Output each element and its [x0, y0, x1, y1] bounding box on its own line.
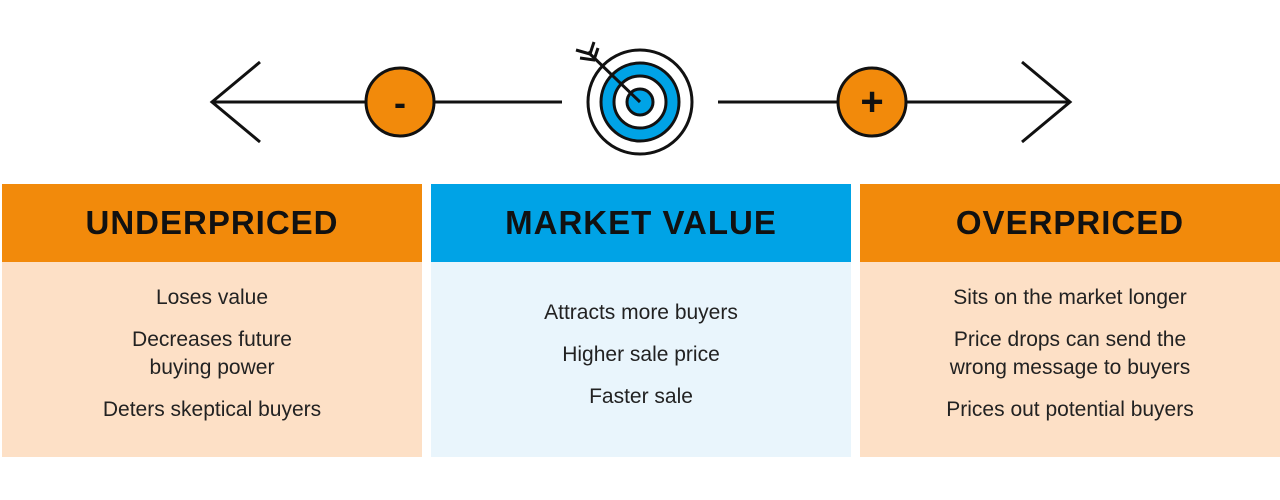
list-item: Attracts more buyers [544, 301, 738, 324]
market-value-title: MARKET VALUE [431, 184, 851, 262]
list-item: Higher sale price [562, 343, 720, 366]
list-item: Loses value [155, 286, 269, 309]
overpriced-column: OVERPRICED Sits on the market longer Pri… [860, 184, 1280, 457]
plus-icon: + [836, 66, 908, 138]
overpriced-title: OVERPRICED [860, 184, 1280, 262]
minus-sign: - [394, 82, 406, 123]
minus-icon: - [364, 66, 436, 138]
target-icon [575, 41, 694, 156]
list-item: Prices out potential buyers [946, 398, 1194, 421]
underpriced-title: UNDERPRICED [2, 184, 422, 262]
list-item: Sits on the market longer [953, 286, 1187, 309]
plus-sign: + [860, 80, 883, 124]
underpriced-list: Loses value Decreases future buying powe… [2, 262, 422, 457]
overpriced-list: Sits on the market longer Price drops ca… [860, 262, 1280, 457]
market-value-column: MARKET VALUE Attracts more buyers Higher… [431, 184, 851, 457]
list-item: Price drops can send the wrong message t… [949, 328, 1191, 379]
market-value-list: Attracts more buyers Higher sale price F… [431, 262, 851, 457]
list-item: Deters skeptical buyers [102, 398, 322, 421]
list-item: Faster sale [589, 385, 693, 408]
list-item: Decreases future buying power [132, 328, 292, 379]
price-scale-graphic: - + [209, 41, 1073, 156]
underpriced-column: UNDERPRICED Loses value Decreases future… [2, 184, 422, 457]
